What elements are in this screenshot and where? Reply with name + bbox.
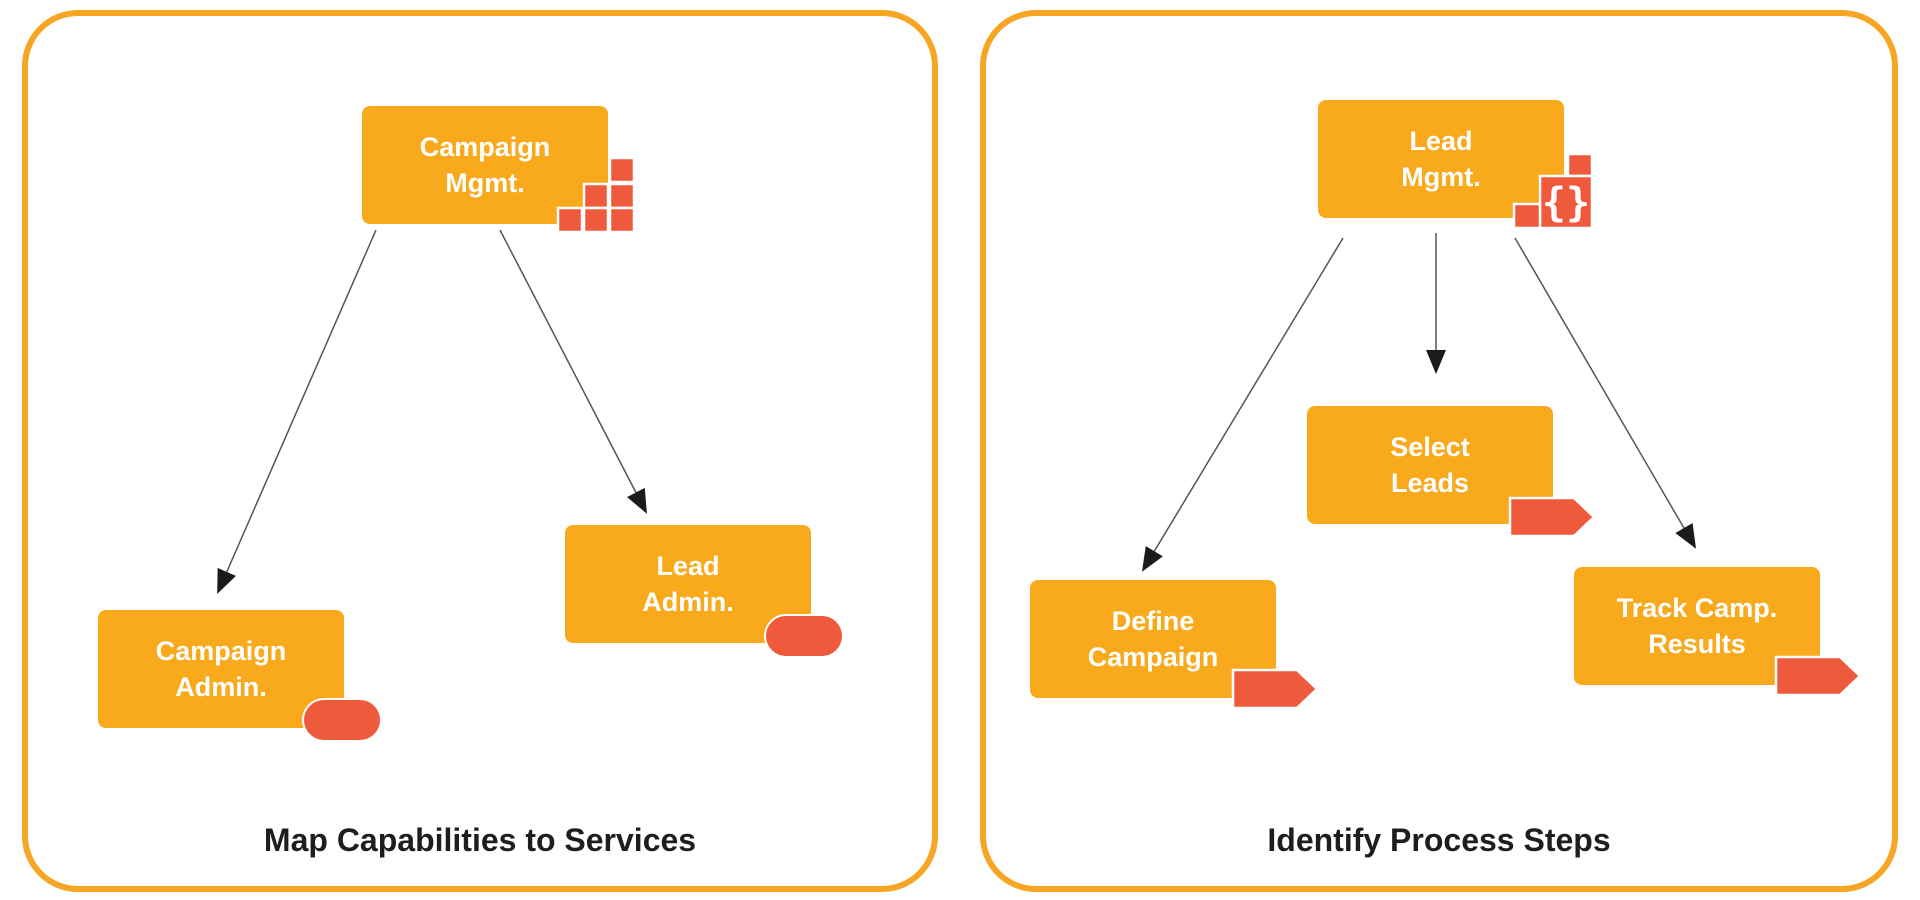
pentagon-arrow-icon [1774,655,1862,697]
node-campaign-mgmt-label: Campaign Mgmt. [419,132,551,198]
node-select-leads-label: Select Leads [1390,432,1470,498]
panel-title-right: Identify Process Steps [1267,822,1611,858]
node-campaign-mgmt[interactable]: Campaign Mgmt. [362,106,608,224]
pentagon-arrow-icon [1231,668,1319,710]
node-lead-admin-label: Lead Admin. [642,551,734,617]
svg-text:{}: {} [1542,180,1590,226]
stacked-blocks-icon [556,156,636,234]
rounded-pill-icon [302,698,382,742]
node-campaign-admin-label: Campaign Admin. [155,636,287,702]
panel-title-left: Map Capabilities to Services [263,822,697,858]
node-lead-admin[interactable]: Lead Admin. [565,525,811,643]
node-define-campaign-label: Define Campaign [1087,606,1219,672]
node-track-results-label: Track Camp. Results [1616,593,1778,659]
curly-braces-icon: {} [1512,152,1594,230]
node-campaign-admin[interactable]: Campaign Admin. [98,610,344,728]
node-lead-mgmt[interactable]: Lead Mgmt. [1318,100,1564,218]
rounded-pill-icon [764,614,844,658]
node-lead-mgmt-label: Lead Mgmt. [1401,126,1481,192]
pentagon-arrow-icon [1508,496,1596,538]
